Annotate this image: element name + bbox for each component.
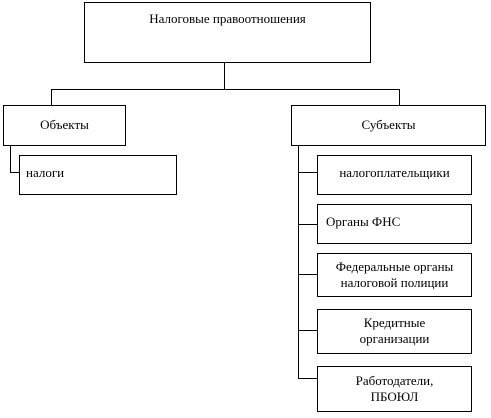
branch-node-subjects: Субъекты [291, 105, 486, 146]
leaf-node-tax-police-label: Федеральные органы налоговой полиции [335, 259, 454, 290]
connector-to-objects [51, 89, 52, 106]
leaf-node-fns-bodies-label: Органы ФНС [326, 214, 401, 229]
leaf-node-taxpayers: налогоплательщики [317, 155, 472, 195]
branch-node-objects-label: Объекты [40, 117, 89, 132]
connector-objects-spine [10, 145, 11, 173]
connector-objects-child-1 [10, 172, 20, 173]
connector-subjects-child-3 [298, 274, 318, 275]
connector-subjects-child-4 [298, 330, 318, 331]
connector-subjects-child-1 [298, 172, 318, 173]
connector-subjects-spine [298, 145, 299, 378]
root-node-label: Налоговые правоотношения [149, 11, 306, 26]
leaf-node-taxes: налоги [19, 155, 177, 195]
leaf-node-employers-label: Работодатели, ПБОЮЛ [355, 373, 434, 404]
connector-branch-bar [51, 89, 400, 90]
root-node: Налоговые правоотношения [84, 2, 371, 63]
connector-root-down [224, 62, 225, 90]
leaf-node-employers: Работодатели, ПБОЮЛ [317, 366, 472, 412]
connector-to-subjects [399, 89, 400, 106]
connector-subjects-child-5 [298, 378, 318, 379]
branch-node-subjects-label: Субъекты [361, 117, 416, 132]
leaf-node-taxpayers-label: налогоплательщики [339, 165, 450, 180]
leaf-node-credit-orgs-label: Кредитные организации [359, 315, 430, 346]
leaf-node-taxes-label: налоги [26, 165, 65, 180]
leaf-node-tax-police: Федеральные органы налоговой полиции [317, 253, 472, 297]
connector-subjects-child-2 [298, 224, 318, 225]
branch-node-objects: Объекты [3, 105, 126, 146]
leaf-node-credit-orgs: Кредитные организации [317, 309, 472, 354]
leaf-node-fns-bodies: Органы ФНС [317, 204, 472, 244]
